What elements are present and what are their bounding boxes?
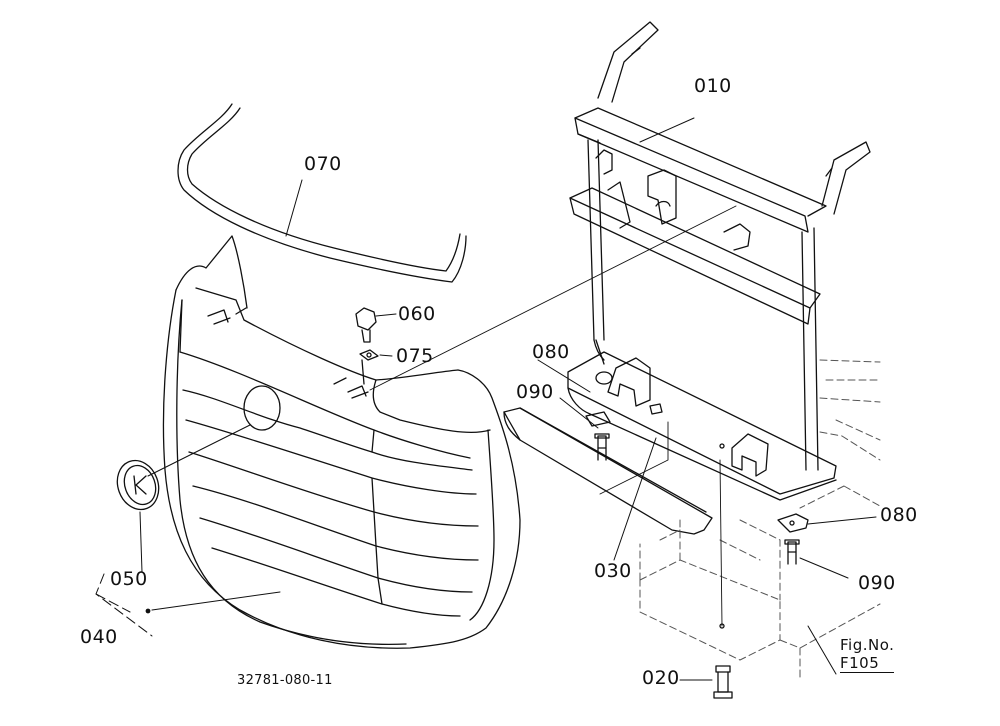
bolt-hole-marker <box>719 623 725 629</box>
bolt-090-top <box>594 433 610 461</box>
emblem-050 <box>116 459 160 511</box>
bolt-020 <box>713 665 733 699</box>
leader-lines <box>139 117 877 681</box>
seal-strip-070 <box>177 103 467 283</box>
part-label-070: 070 <box>304 153 342 175</box>
part-label-075: 075 <box>396 345 434 367</box>
part-label-010: 010 <box>694 75 732 97</box>
knob-060 <box>355 307 377 343</box>
figure-reference-line1: Fig.No. <box>840 636 895 654</box>
bolt-090-bottom <box>784 539 800 565</box>
grille-body <box>162 235 521 649</box>
support-frame-010 <box>569 21 871 471</box>
part-label-090-bottom: 090 <box>858 572 896 594</box>
projection-lines <box>369 205 737 627</box>
bracket-080-bottom <box>777 513 809 533</box>
part-label-030: 030 <box>594 560 632 582</box>
part-label-080-top: 080 <box>532 341 570 363</box>
chassis-hidden-lines <box>639 359 881 681</box>
weight-bar-030 <box>503 407 713 535</box>
part-label-060: 060 <box>398 303 436 325</box>
base-plate <box>567 351 837 501</box>
part-label-050: 050 <box>110 568 148 590</box>
part-label-020: 020 <box>642 667 680 689</box>
leader-dot <box>145 608 151 614</box>
part-label-090-top: 090 <box>516 381 554 403</box>
part-label-040: 040 <box>80 626 118 648</box>
washer-075 <box>359 349 379 361</box>
part-label-080-bottom: 080 <box>880 504 918 526</box>
figure-reference-line2: F105 <box>840 654 895 673</box>
drawing-number: 32781-080-11 <box>237 673 333 688</box>
figure-reference: Fig.No. F105 <box>840 636 895 673</box>
assembly-bracket-040 <box>95 573 153 637</box>
